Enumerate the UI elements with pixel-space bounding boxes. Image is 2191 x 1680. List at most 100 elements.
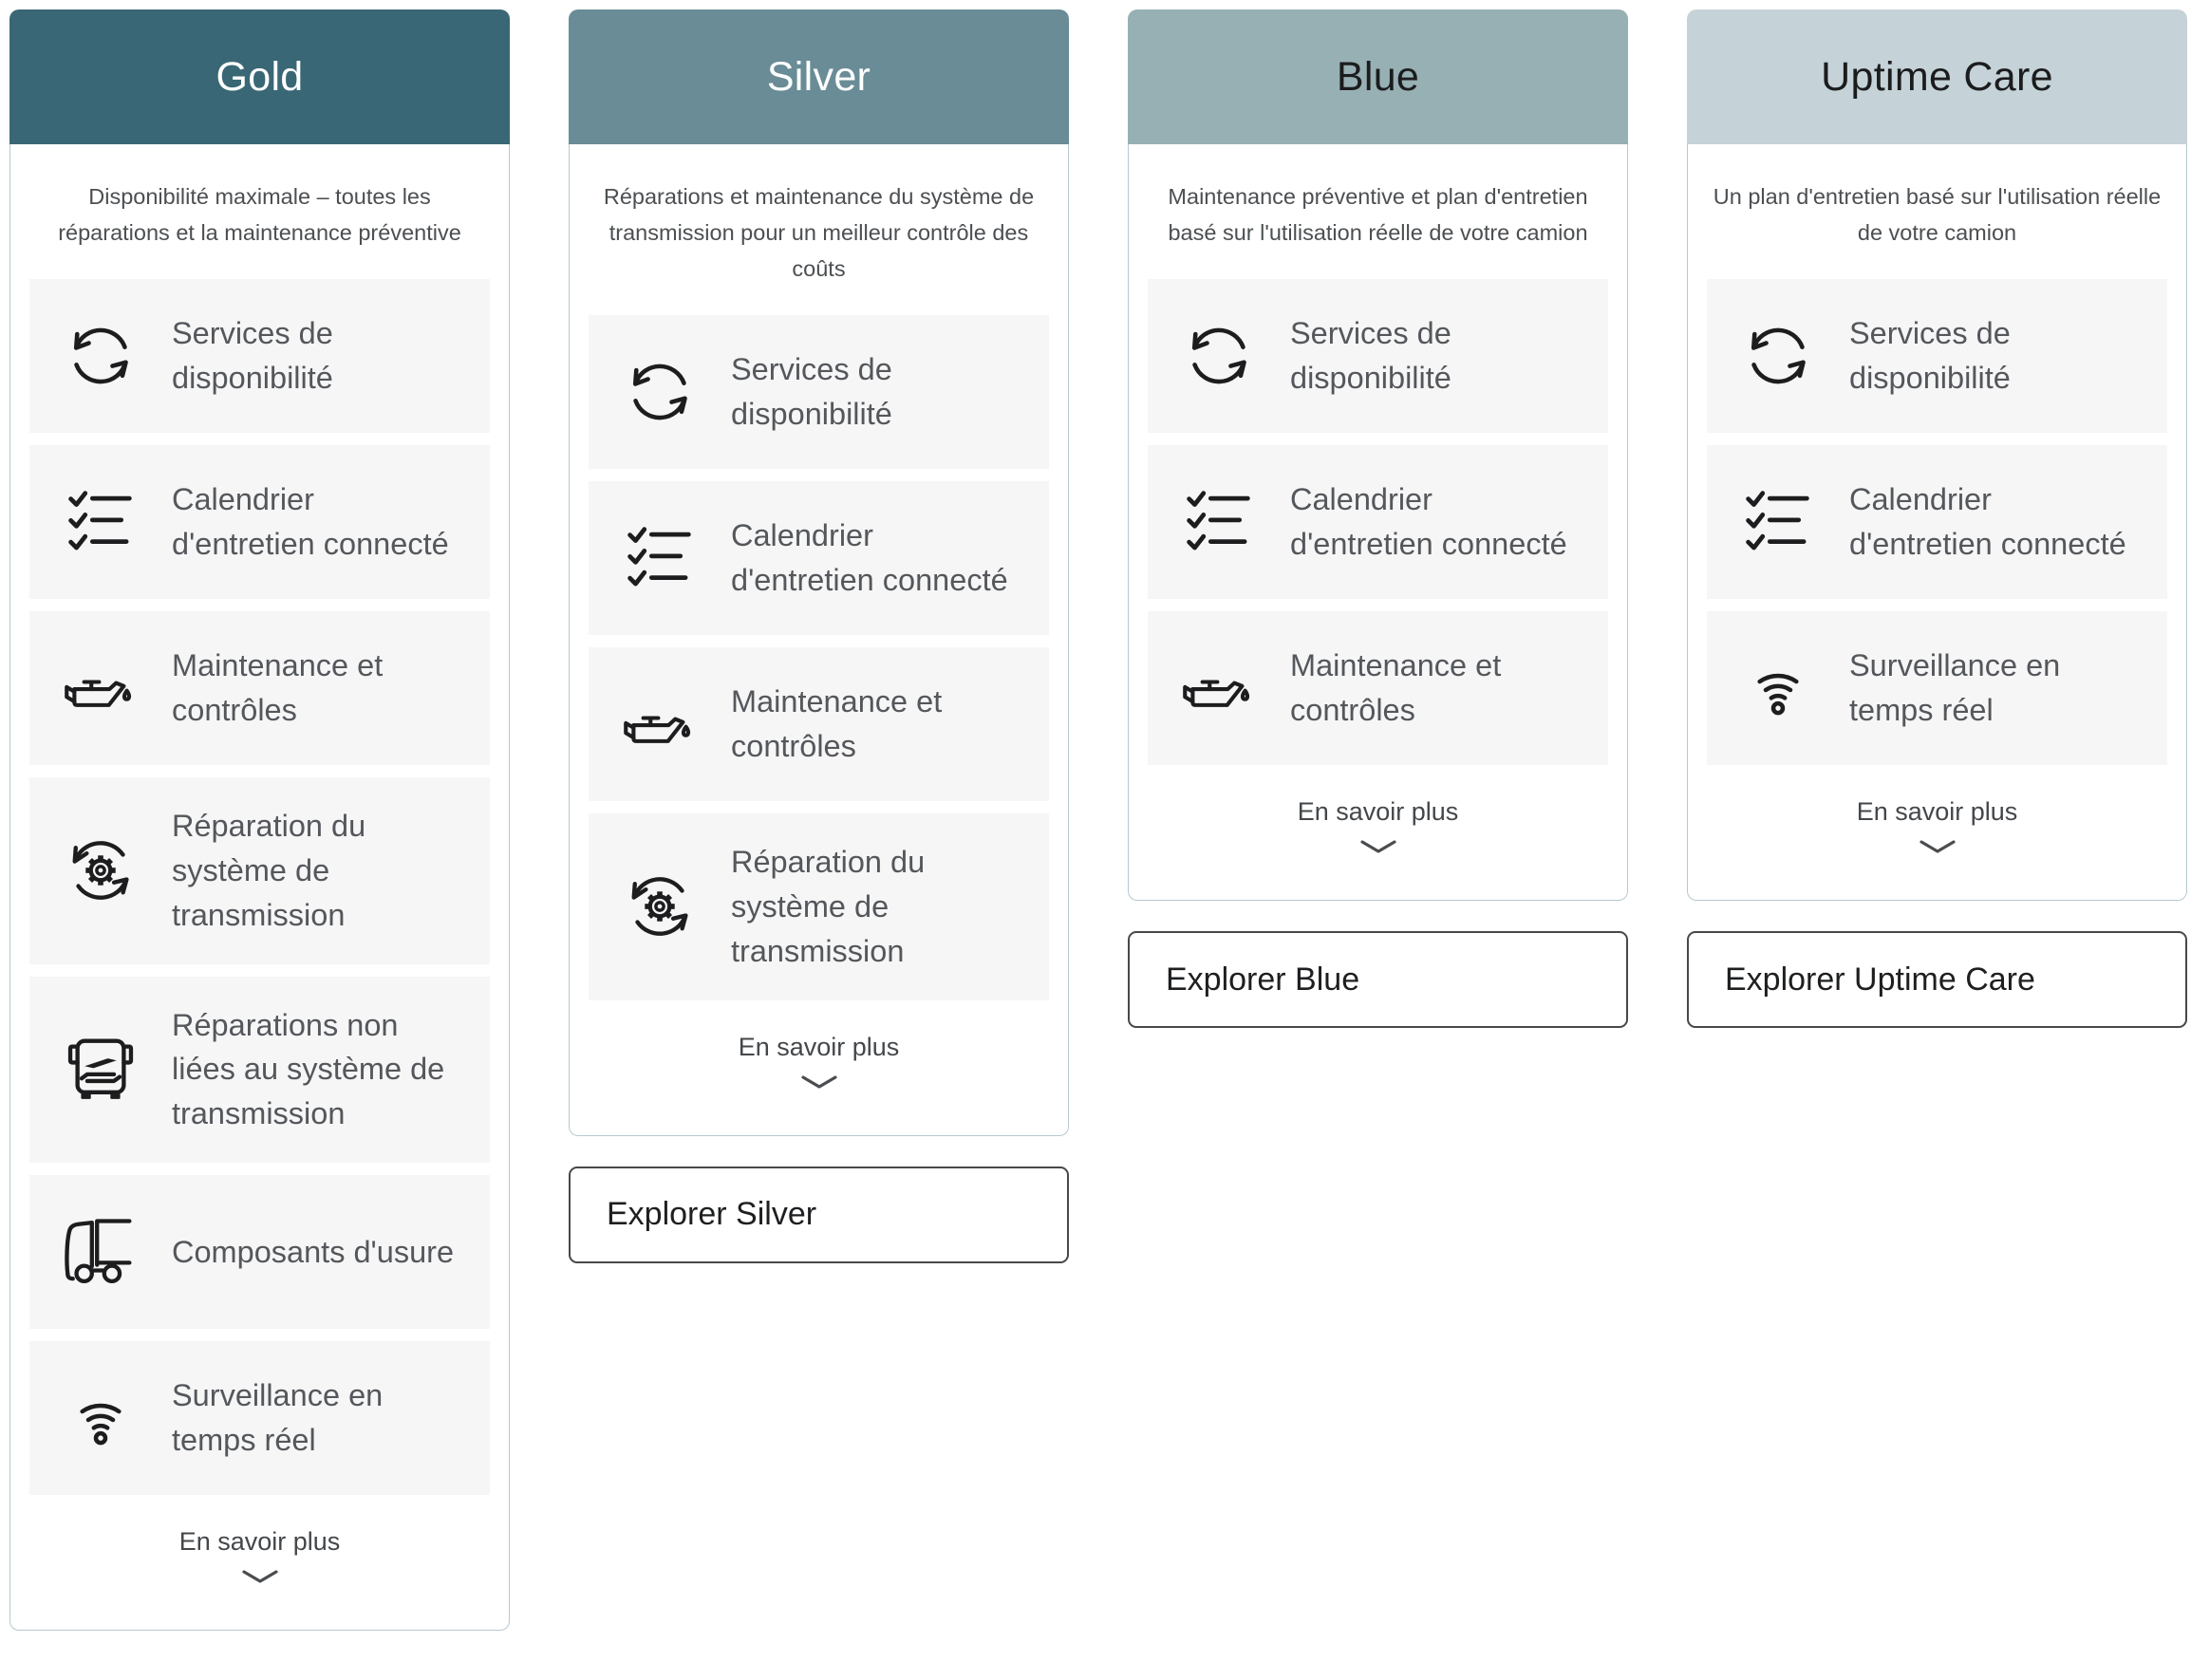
gear-arrows-icon xyxy=(64,833,138,907)
plan-title: Blue xyxy=(1336,53,1420,100)
explore-button-blue[interactable]: Explorer Blue xyxy=(1128,931,1628,1029)
learn-more-label: En savoir plus xyxy=(738,1032,900,1061)
plan-card: Uptime Care Un plan d'entretien basé sur… xyxy=(1687,9,2187,902)
wifi-signal-icon xyxy=(64,1381,138,1455)
wifi-signal-icon xyxy=(1741,651,1815,725)
oil-can-icon xyxy=(64,651,138,725)
feature-icon-box xyxy=(29,651,172,725)
plan-column-silver: Silver Réparations et maintenance du sys… xyxy=(569,9,1069,1263)
learn-more-link[interactable]: En savoir plus xyxy=(570,1033,1068,1090)
plan-column-blue: Blue Maintenance préventive et plan d'en… xyxy=(1128,9,1628,1029)
plan-title: Uptime Care xyxy=(1821,53,2053,100)
learn-more-label: En savoir plus xyxy=(1297,797,1459,827)
explore-button-silver[interactable]: Explorer Silver xyxy=(569,1166,1069,1263)
feature-icon-box xyxy=(589,355,731,429)
feature-label: Services de disponibilité xyxy=(1849,316,2011,396)
plan-card-body: Réparations et maintenance du système de… xyxy=(569,144,1069,1136)
feature-row: Services de disponibilité xyxy=(1707,279,2167,434)
feature-label: Services de disponibilité xyxy=(172,316,333,396)
feature-icon-box xyxy=(29,1215,172,1289)
learn-more-label: En savoir plus xyxy=(178,1526,341,1556)
feature-list: Services de disponibilité Calendrier d'e… xyxy=(29,279,490,1495)
feature-icon-box xyxy=(1148,319,1290,393)
feature-row: Réparations non liées au système de tran… xyxy=(29,976,490,1163)
feature-row: Réparation du système de transmission xyxy=(29,777,490,964)
chevron-down-icon xyxy=(1359,840,1396,853)
feature-label: Réparation du système de transmission xyxy=(172,809,366,932)
chevron-down-icon xyxy=(241,1570,278,1583)
gear-arrows-icon xyxy=(623,869,697,943)
sync-arrows-icon xyxy=(1182,319,1256,393)
feature-icon-box xyxy=(589,521,731,595)
plan-title: Silver xyxy=(766,53,871,100)
feature-label: Maintenance et contrôles xyxy=(172,648,384,728)
feature-row: Maintenance et contrôles xyxy=(29,611,490,766)
plan-card: Gold Disponibilité maximale – toutes les… xyxy=(9,9,510,1631)
chevron-down-icon xyxy=(1919,840,1956,853)
feature-icon-box xyxy=(589,687,731,761)
feature-row: Calendrier d'entretien connecté xyxy=(1148,445,1608,600)
feature-icon-box xyxy=(1148,651,1290,725)
feature-row: Services de disponibilité xyxy=(1148,279,1608,434)
plan-card-body: Un plan d'entretien basé sur l'utilisati… xyxy=(1687,144,2187,902)
truck-side-icon xyxy=(64,1215,138,1289)
feature-row: Calendrier d'entretien connecté xyxy=(29,445,490,600)
feature-icon-box xyxy=(1707,651,1849,725)
feature-label: Calendrier d'entretien connecté xyxy=(731,518,1008,598)
feature-icon-box xyxy=(1707,485,1849,559)
plan-header-uptime-care: Uptime Care xyxy=(1687,9,2187,144)
learn-more-label: En savoir plus xyxy=(1856,797,2018,827)
service-plans-grid: Gold Disponibilité maximale – toutes les… xyxy=(9,9,2187,1631)
feature-list: Services de disponibilité Calendrier d'e… xyxy=(1148,279,1608,766)
plan-card-body: Maintenance préventive et plan d'entreti… xyxy=(1128,144,1628,902)
feature-row: Services de disponibilité xyxy=(29,279,490,434)
feature-row: Réparation du système de transmission xyxy=(589,813,1049,1000)
checklist-icon xyxy=(64,485,138,559)
feature-icon-box xyxy=(1148,485,1290,559)
sync-arrows-icon xyxy=(1741,319,1815,393)
plan-description: Un plan d'entretien basé sur l'utilisati… xyxy=(1713,184,2162,246)
plan-column-gold: Gold Disponibilité maximale – toutes les… xyxy=(9,9,510,1631)
feature-label: Réparations non liées au système de tran… xyxy=(172,1007,445,1131)
sync-arrows-icon xyxy=(64,319,138,393)
feature-row: Surveillance en temps réel xyxy=(1707,611,2167,766)
feature-row: Calendrier d'entretien connecté xyxy=(589,481,1049,636)
feature-label: Services de disponibilité xyxy=(731,352,892,432)
plan-header-silver: Silver xyxy=(569,9,1069,144)
feature-label: Maintenance et contrôles xyxy=(731,684,943,764)
feature-row: Maintenance et contrôles xyxy=(1148,611,1608,766)
feature-icon-box xyxy=(29,1033,172,1107)
explore-button-uptime-care[interactable]: Explorer Uptime Care xyxy=(1687,931,2187,1029)
feature-icon-box xyxy=(29,1381,172,1455)
plan-header-blue: Blue xyxy=(1128,9,1628,144)
plan-card: Blue Maintenance préventive et plan d'en… xyxy=(1128,9,1628,902)
feature-label: Calendrier d'entretien connecté xyxy=(1290,482,1567,562)
plan-description: Maintenance préventive et plan d'entreti… xyxy=(1168,184,1588,246)
checklist-icon xyxy=(1182,485,1256,559)
oil-can-icon xyxy=(1182,651,1256,725)
feature-icon-box xyxy=(1707,319,1849,393)
learn-more-link[interactable]: En savoir plus xyxy=(1688,797,2186,854)
checklist-icon xyxy=(623,521,697,595)
feature-icon-box xyxy=(29,485,172,559)
learn-more-link[interactable]: En savoir plus xyxy=(1129,797,1627,854)
plan-card-body: Disponibilité maximale – toutes les répa… xyxy=(9,144,510,1631)
feature-label: Calendrier d'entretien connecté xyxy=(1849,482,2126,562)
learn-more-link[interactable]: En savoir plus xyxy=(10,1527,509,1584)
checklist-icon xyxy=(1741,485,1815,559)
feature-label: Composants d'usure xyxy=(172,1234,455,1269)
feature-icon-box xyxy=(589,869,731,943)
truck-front-icon xyxy=(64,1033,138,1107)
feature-label: Surveillance en temps réel xyxy=(1849,648,2061,728)
feature-list: Services de disponibilité Calendrier d'e… xyxy=(589,315,1049,1000)
oil-can-icon xyxy=(623,687,697,761)
plan-card: Silver Réparations et maintenance du sys… xyxy=(569,9,1069,1136)
chevron-down-icon xyxy=(800,1074,837,1089)
feature-icon-box xyxy=(29,319,172,393)
feature-row: Services de disponibilité xyxy=(589,315,1049,470)
feature-row: Maintenance et contrôles xyxy=(589,647,1049,802)
feature-icon-box xyxy=(29,833,172,907)
feature-row: Calendrier d'entretien connecté xyxy=(1707,445,2167,600)
sync-arrows-icon xyxy=(623,355,697,429)
plan-description: Disponibilité maximale – toutes les répa… xyxy=(58,184,461,246)
